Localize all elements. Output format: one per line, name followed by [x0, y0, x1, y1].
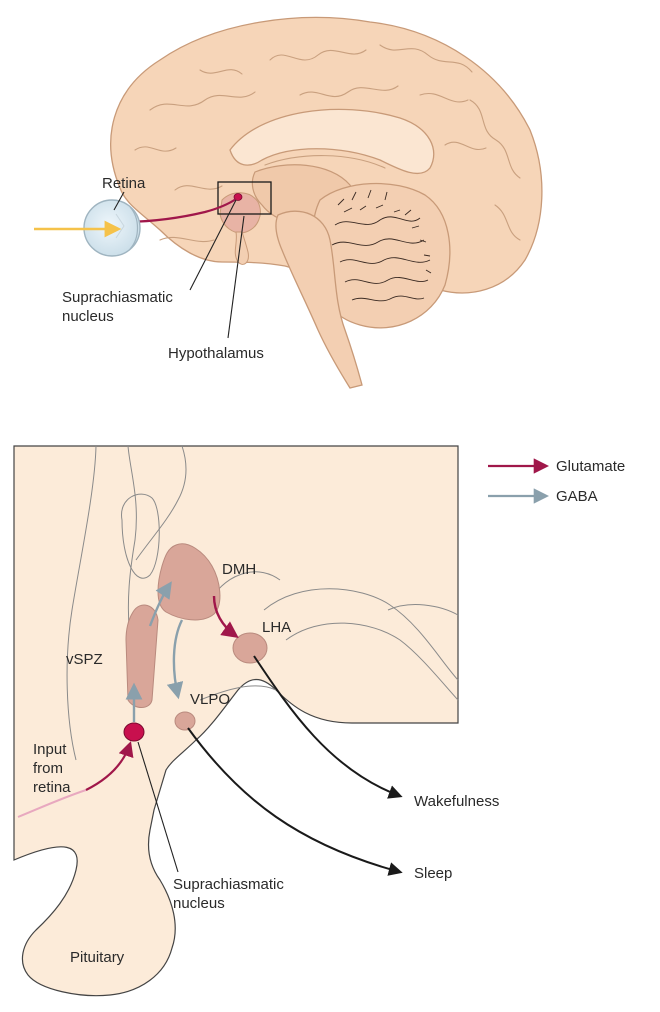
wakefulness-label: Wakefulness — [414, 793, 499, 810]
dmh-label: DMH — [222, 561, 256, 578]
label-line: nucleus — [173, 895, 225, 912]
scn-label-bottom: Suprachiasmatic nucleus — [173, 876, 284, 912]
lha-region — [233, 633, 267, 663]
vlpo-region — [175, 712, 195, 730]
scn-nucleus — [124, 723, 144, 741]
legend: Glutamate GABA — [488, 458, 625, 505]
label-line: nucleus — [62, 308, 114, 325]
pituitary-label: Pituitary — [70, 949, 125, 966]
vspz-label: vSPZ — [66, 651, 103, 668]
sleep-output-arrow — [188, 728, 400, 872]
brain-sagittal-view: Retina Suprachiasmatic nucleus Hypothalam… — [34, 18, 542, 388]
label-line: Suprachiasmatic — [173, 876, 284, 893]
lha-label: LHA — [262, 619, 291, 636]
label-line: from — [33, 760, 63, 777]
circuit-diagram: DMH LHA vSPZ VLPO Input from retina Suprac… — [14, 446, 499, 996]
legend-glutamate-label: Glutamate — [556, 458, 625, 475]
retina-label: Retina — [102, 175, 146, 192]
scn-label-top: Suprachiasmatic nucleus — [62, 289, 173, 325]
label-line: Input — [33, 741, 67, 758]
hypothalamus-label: Hypothalamus — [168, 345, 264, 362]
sleep-label: Sleep — [414, 865, 452, 882]
label-line: Suprachiasmatic — [62, 289, 173, 306]
vlpo-label: VLPO — [190, 691, 230, 708]
label-line: retina — [33, 779, 71, 796]
tissue-background — [14, 446, 458, 996]
legend-gaba-label: GABA — [556, 488, 598, 505]
